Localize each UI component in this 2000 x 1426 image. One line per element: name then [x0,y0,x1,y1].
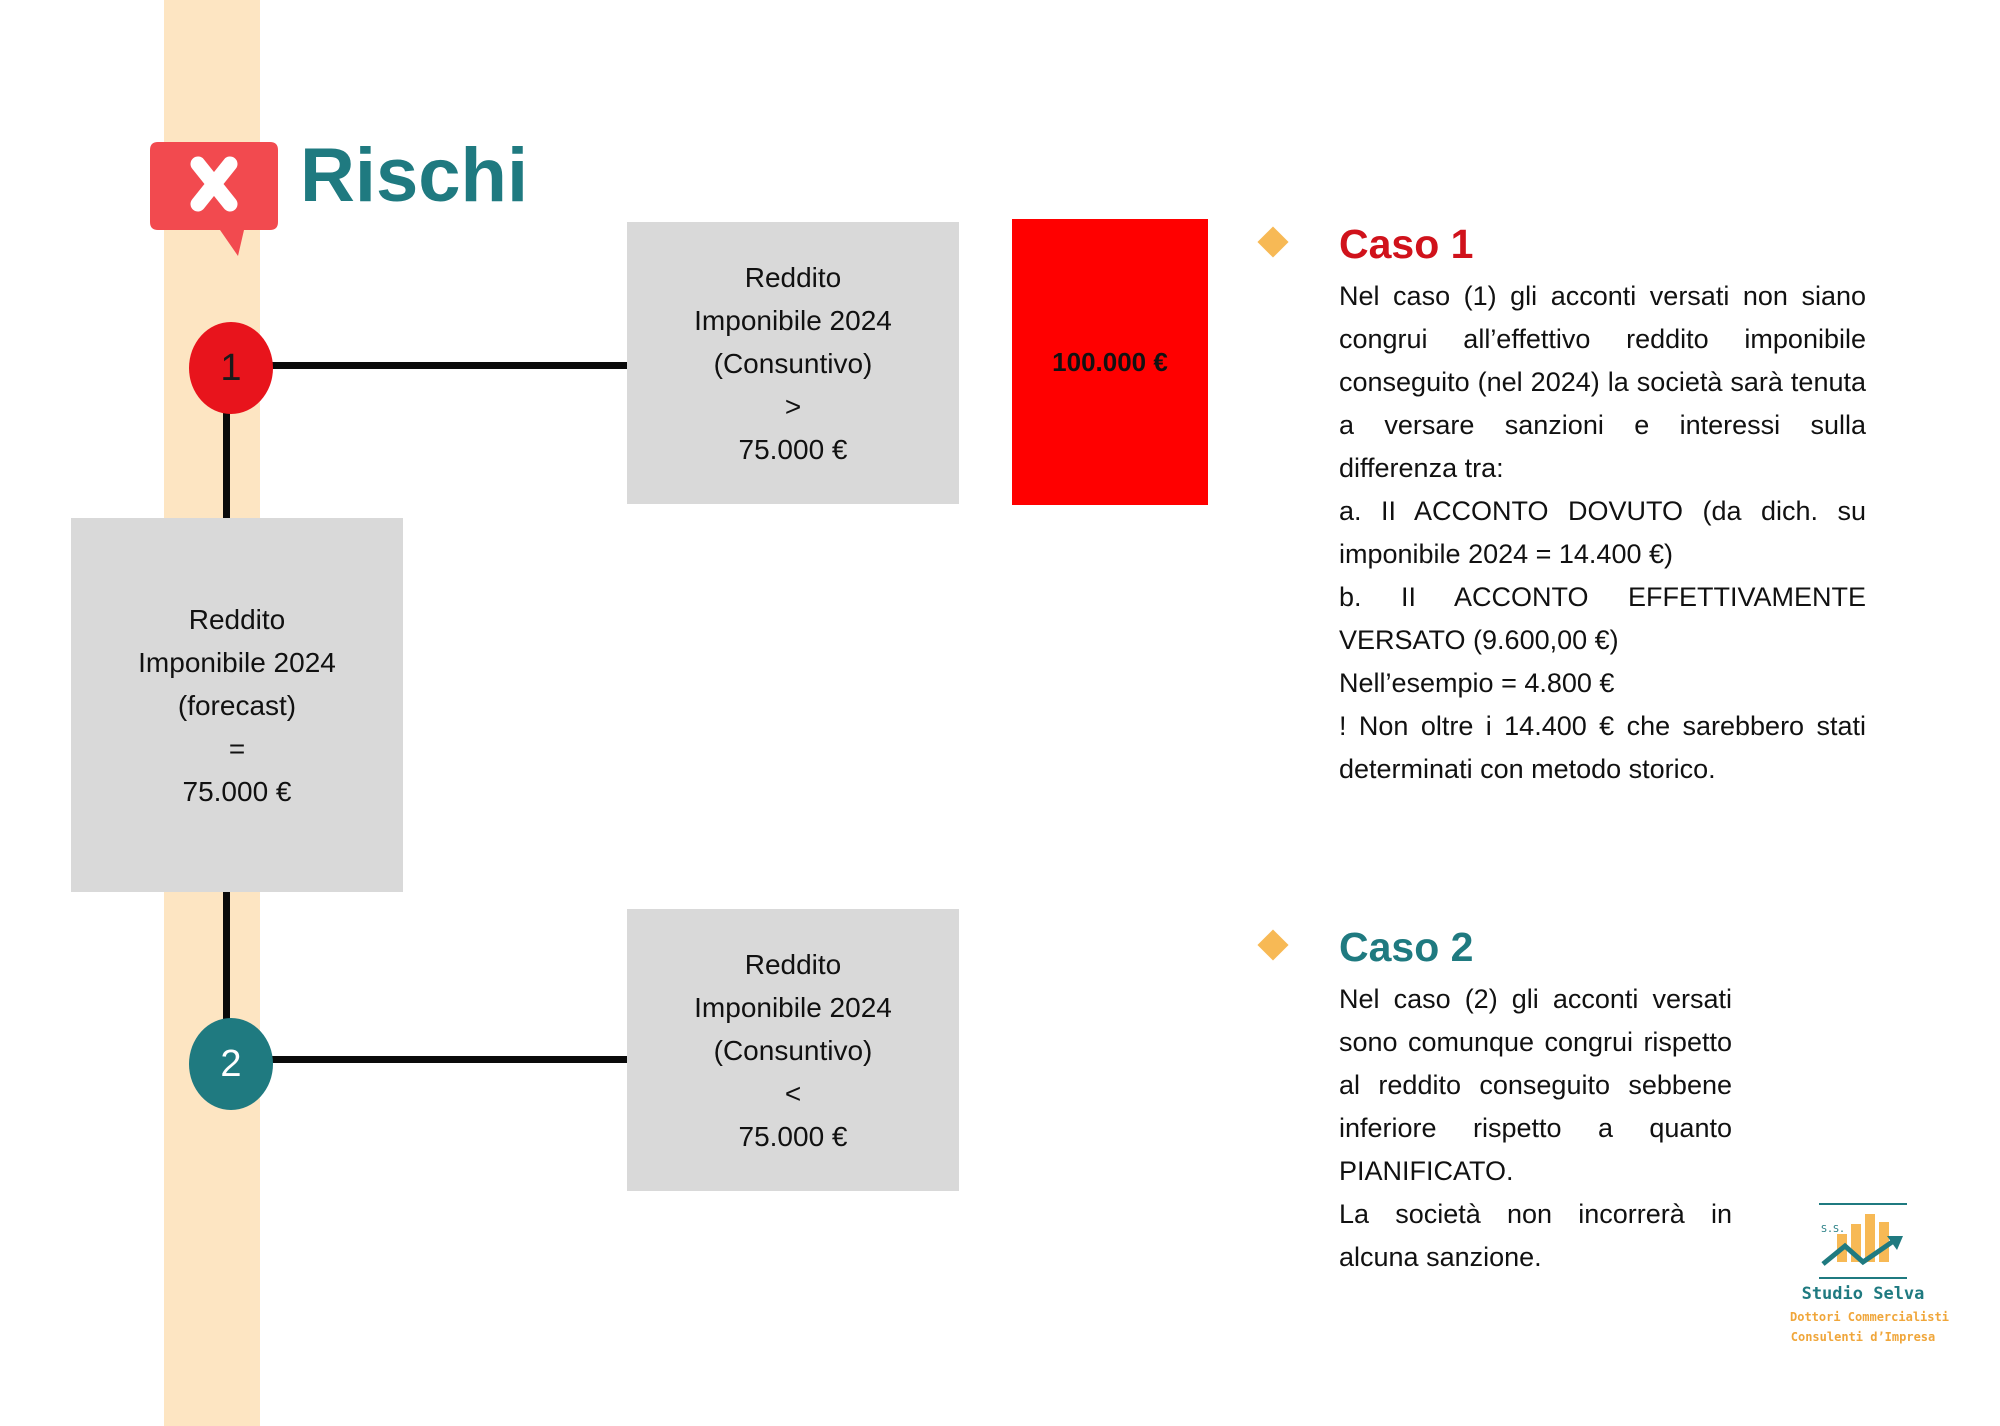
case-1-paragraph: a. II ACCONTO DOVUTO (da dich. su imponi… [1339,496,1866,569]
diamond-bullet-icon [1257,929,1289,961]
consuntivo-2-line-2: Imponibile 2024 [694,991,892,1023]
forecast-line-2: Imponibile 2024 [138,646,336,678]
case-2-paragraph: La società non incorrerà in alcuna sanzi… [1339,1199,1732,1272]
connector-horizontal-2 [268,1056,630,1063]
logo-subtitle-1: Dottori Commercialisti [1790,1310,1949,1324]
close-x-icon [148,140,280,260]
case-1-paragraph: Nel caso (1) gli acconti versati non sia… [1339,281,1866,483]
consuntivo-box-2: Reddito Imponibile 2024 (Consuntivo) < 7… [627,909,959,1191]
consuntivo-1-line-2: Imponibile 2024 [694,304,892,336]
consuntivo-1-line-3: (Consuntivo) [713,347,873,379]
consuntivo-2-line-3: (Consuntivo) [713,1034,873,1066]
connector-vertical-bottom [223,890,230,1024]
consuntivo-1-line-5: 75.000 € [738,433,848,465]
forecast-line-4: = [228,732,246,764]
logo-chart-icon: S.S. [1819,1203,1907,1279]
highlight-value-box: 100.000 € [1012,219,1208,505]
diamond-bullet-icon [1257,226,1289,258]
case-2-paragraph: Nel caso (2) gli acconti versati sono co… [1339,984,1732,1186]
logo-initials: S.S. [1821,1224,1845,1235]
case-1-paragraph: ! Non oltre i 14.400 € che sarebbero sta… [1339,711,1866,784]
case-1-paragraph: b. II ACCONTO EFFETTIVAMENTE VERSATO (9.… [1339,582,1866,655]
forecast-line-5: 75.000 € [182,775,292,807]
consuntivo-2-line-5: 75.000 € [738,1120,848,1152]
consuntivo-2-line-4: < [784,1077,802,1109]
node-1-circle: 1 [189,322,273,414]
consuntivo-1-line-1: Reddito [744,261,842,293]
case-2-title: Caso 2 [1339,924,1474,970]
consuntivo-2-line-1: Reddito [744,948,842,980]
connector-horizontal-1 [268,362,630,369]
connector-vertical-top [223,368,230,520]
consuntivo-box-1: Reddito Imponibile 2024 (Consuntivo) > 7… [627,222,959,504]
consuntivo-1-line-4: > [784,390,802,422]
case-1-paragraph: Nell’esempio = 4.800 € [1339,668,1615,698]
highlight-value: 100.000 € [1052,346,1168,377]
case-1-text: Nel caso (1) gli acconti versati non sia… [1339,275,1866,791]
page-title: Rischi [300,133,529,218]
case-1-title: Caso 1 [1339,221,1474,267]
case-2-text: Nel caso (2) gli acconti versati sono co… [1339,978,1732,1279]
studio-selva-logo: S.S. Studio Selva Dottori Commercialisti… [1790,1200,1949,1360]
logo-subtitle-2: Consulenti d’Impresa [1790,1330,1936,1344]
node-2-circle: 2 [189,1018,273,1110]
forecast-line-3: (forecast) [177,689,297,721]
forecast-box: Reddito Imponibile 2024 (forecast) = 75.… [71,518,403,892]
forecast-line-1: Reddito [188,603,286,635]
logo-name: Studio Selva [1801,1284,1925,1304]
